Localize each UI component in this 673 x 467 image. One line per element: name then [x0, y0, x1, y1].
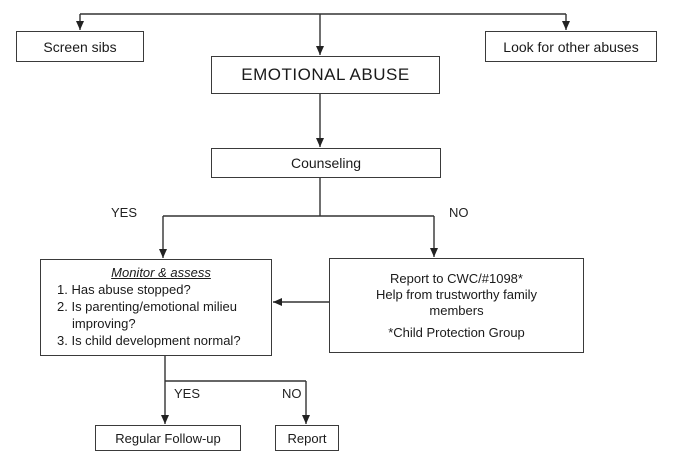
- monitor-item: 2. Is parenting/emotional milieu: [57, 299, 237, 314]
- report-line: members: [429, 302, 484, 318]
- counseling-label: Counseling: [290, 155, 362, 171]
- monitor-assess-box: Monitor & assess 1. Has abuse stopped? 2…: [40, 259, 272, 356]
- monitor-item: improving?: [72, 316, 136, 331]
- monitor-item: 1. Has abuse stopped?: [57, 282, 191, 297]
- monitor-title: Monitor & assess: [111, 265, 211, 280]
- report-cwc-box: Report to CWC/#1098* Help from trustwort…: [329, 258, 584, 353]
- look-for-other-abuses-box: Look for other abuses: [485, 31, 657, 62]
- screen-sibs-box: Screen sibs: [16, 31, 144, 62]
- no-label-bottom: NO: [282, 386, 302, 401]
- other-abuses-label: Look for other abuses: [503, 38, 639, 55]
- screen-sibs-label: Screen sibs: [43, 38, 117, 55]
- regular-follow-up-label: Regular Follow-up: [115, 430, 221, 446]
- no-label-top: NO: [449, 205, 469, 220]
- report-line: Report to CWC/#1098*: [390, 270, 523, 286]
- report-footnote: *Child Protection Group: [388, 324, 525, 340]
- yes-label-top: YES: [111, 205, 138, 220]
- emotional-abuse-label: EMOTIONAL ABUSE: [241, 65, 410, 84]
- monitor-item: 3. Is child development normal?: [57, 333, 241, 348]
- report-box: Report: [275, 425, 339, 451]
- report-line: Help from trustworthy family: [375, 286, 538, 302]
- counseling-box: Counseling: [211, 148, 441, 178]
- yes-label-bottom: YES: [174, 386, 201, 401]
- emotional-abuse-box: EMOTIONAL ABUSE: [211, 56, 440, 94]
- regular-follow-up-box: Regular Follow-up: [95, 425, 241, 451]
- report-label: Report: [287, 430, 327, 446]
